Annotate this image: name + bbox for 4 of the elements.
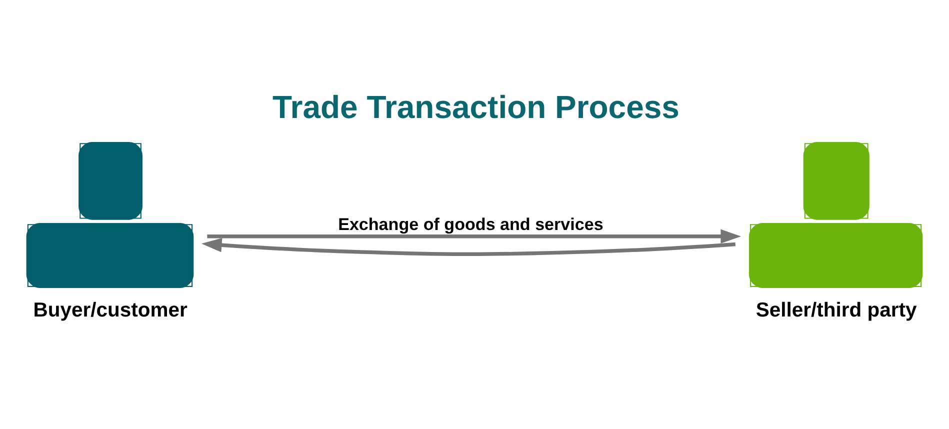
diagram-title: Trade Transaction Process [272,89,680,126]
node-label: Seller/third party [756,300,917,322]
edge-label: Exchange of goods and services [338,214,604,234]
node-label: Buyer/customer [33,300,188,322]
